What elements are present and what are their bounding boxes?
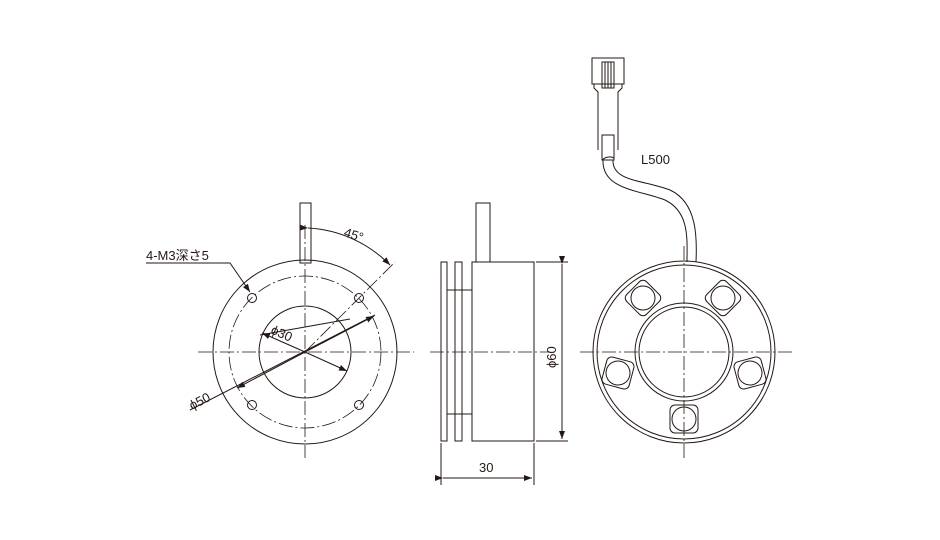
cable-stub [299,202,312,264]
led [601,356,635,390]
side-view: ϕ60 30 [430,202,568,485]
rear-view: L500 [580,57,792,460]
housing-body [471,261,535,442]
cable-stub [475,202,491,263]
angle-label: 45° [342,225,365,245]
tap-hole-label: 4-M3深さ5 [146,248,209,263]
led [669,404,699,434]
tap-hole [354,293,364,303]
length-label: 30 [479,460,493,475]
led [704,279,742,317]
flange-plate [440,261,448,442]
led [624,279,662,317]
flange-plate [454,261,463,442]
tap-hole [247,400,257,410]
inner-diameter-label: ϕ30 [269,322,295,345]
tap-hole [354,400,364,410]
cable [602,159,688,263]
pcd-diameter-label: ϕ50 [187,389,213,412]
connector [591,57,625,150]
cable-length-label: L500 [641,152,670,167]
led [733,356,767,390]
front-view: 4-M3深さ5 45° ϕ30 ϕ50 [146,202,414,458]
outer-diameter-label: ϕ60 [544,346,559,368]
tap-hole [247,293,257,303]
